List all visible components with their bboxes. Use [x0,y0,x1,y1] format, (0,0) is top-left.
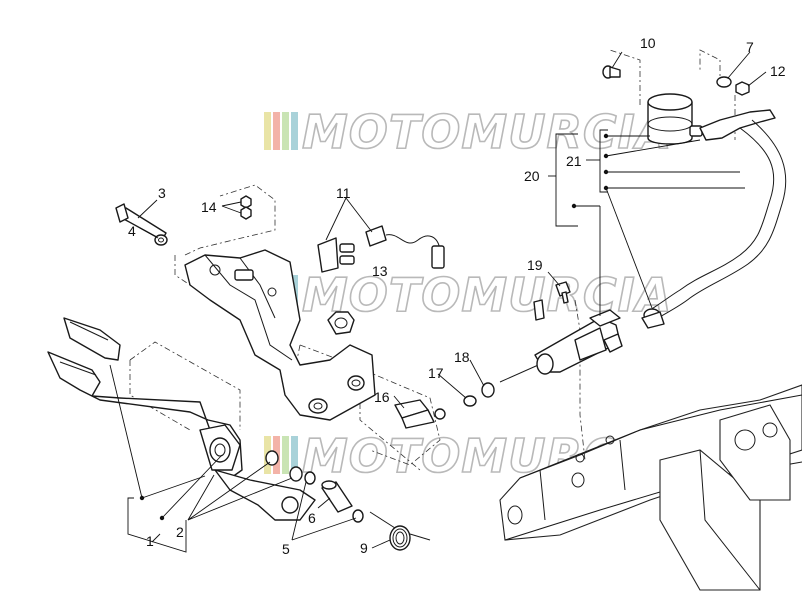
watermark-bar-3 [282,112,289,150]
brake-fluid-reservoir [647,93,703,145]
brake-switch-11 [317,225,445,273]
leader-dots [139,133,609,521]
watermark-top: MOTOMURCIA [264,104,672,160]
clevis-16 [394,399,446,429]
callout-3: 3 [158,185,166,201]
washer-17 [463,395,477,407]
watermark-bar-3 [282,436,289,474]
callout-5: 5 [282,541,290,557]
callout-labels: 10 7 12 21 20 3 14 11 4 13 19 18 17 16 6… [128,35,786,557]
callout-7: 7 [746,39,754,55]
callout-6: 6 [308,510,316,526]
callout-13: 13 [372,263,388,279]
nut-13 [327,311,355,335]
watermark-bar-4 [291,436,298,474]
washer-7 [716,76,732,88]
watermark-bar-2 [273,112,280,150]
callout-21: 21 [566,153,582,169]
callout-10: 10 [640,35,656,51]
bushing-18 [481,382,495,398]
callout-11: 11 [336,185,351,201]
callout-9: 9 [360,540,368,556]
bolt-10 [602,65,621,79]
assembly-guides [129,49,736,471]
rings-5 [304,471,364,523]
washer-4 [154,234,168,246]
return-spring-9 [369,511,431,551]
callout-1: 1 [146,533,154,549]
callout-18: 18 [454,349,470,365]
pedal-bracket [184,249,376,421]
callout-2: 2 [176,524,184,540]
callout-17: 17 [428,365,444,381]
pin-6 [321,480,353,513]
nuts-14 [240,195,252,220]
watermark-text: MOTOMURCIA [302,268,672,322]
callout-4: 4 [128,223,136,239]
bolt-3 [115,203,167,241]
nut-12 [735,81,750,96]
leader-lines [109,51,767,553]
master-cylinder [499,299,623,383]
callout-16: 16 [374,389,390,405]
callout-14: 14 [201,199,217,215]
callout-20: 20 [524,168,540,184]
callout-12: 12 [770,63,786,79]
callout-19: 19 [527,257,543,273]
brake-hose [641,109,787,329]
watermark-bar-4 [291,112,298,150]
bushings-2 [265,450,303,482]
watermark-text: MOTOMURCIA [302,105,672,159]
chassis-frame [499,384,802,591]
brake-pedal-1 [47,317,316,521]
watermark-bar-1 [264,112,271,150]
